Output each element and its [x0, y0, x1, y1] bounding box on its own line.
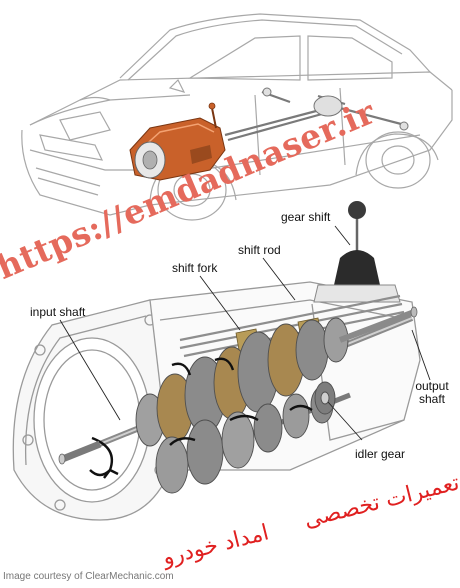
rear-differential [262, 87, 409, 131]
label-shift-rod: shift rod [238, 243, 281, 257]
image-credit: Image courtesy of ClearMechanic.com [3, 571, 174, 582]
label-shift-fork: shift fork [172, 261, 218, 275]
rotation-arrows [89, 357, 313, 479]
label-idler-gear: idler gear [355, 447, 406, 461]
label-input-shaft: input shaft [30, 305, 86, 319]
gear-stack-main [135, 317, 349, 447]
input-shaft-end [58, 440, 102, 465]
output-shaft-part [338, 306, 418, 343]
car-outline [21, 13, 453, 221]
label-gear-shift: gear shift [281, 210, 331, 224]
idler-gear-part [314, 381, 336, 415]
label-output-shaft-line2: shaft [418, 392, 445, 406]
gear-stack-counter [155, 386, 351, 494]
watermark-url-box: https://emdadnaser.ir [0, 92, 460, 330]
gear-shift-assembly [313, 201, 401, 303]
transmission-highlight [129, 102, 226, 181]
leader-lines [59, 225, 431, 441]
label-output-shaft-line1: output [415, 379, 449, 393]
label-output-shaft: output shaft [408, 380, 456, 406]
